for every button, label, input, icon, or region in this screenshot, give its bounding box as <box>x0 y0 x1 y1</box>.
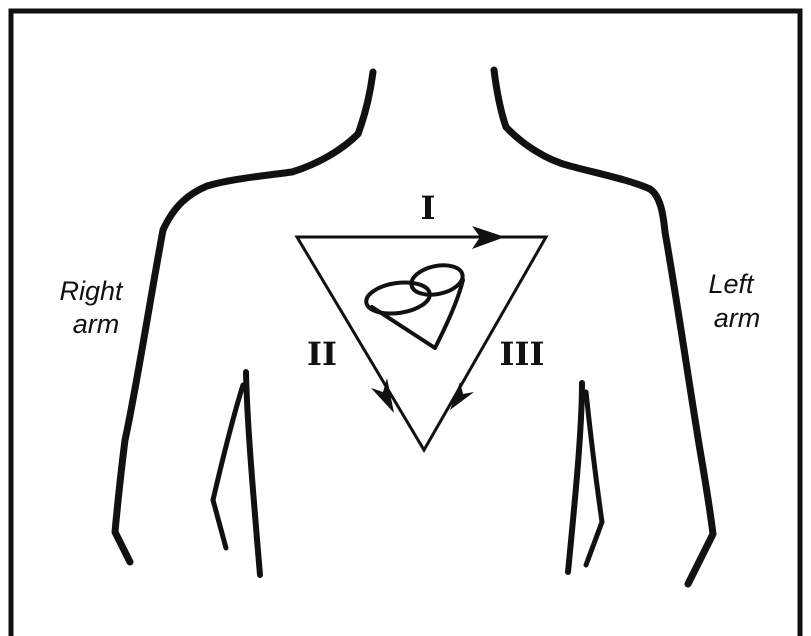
right-arm-label-line2: arm <box>73 309 120 339</box>
heart-icon <box>364 261 465 348</box>
inner-arm-line-left-outer <box>213 385 243 548</box>
inner-arm-line-left <box>246 372 260 575</box>
lead-1-label: I <box>421 189 436 227</box>
lead-3-label: III <box>500 335 545 373</box>
right-arm-label-line1: Right <box>59 276 124 306</box>
lead-2-label: II <box>307 335 337 373</box>
left-arm-label-line1: Left <box>708 269 755 299</box>
inner-arm-line-right <box>568 383 582 572</box>
inner-arm-line-right-outer <box>586 392 602 565</box>
left-arm-label-line2: arm <box>714 303 761 333</box>
torso-outline-left <box>115 72 373 562</box>
torso-outline-right <box>494 70 713 584</box>
